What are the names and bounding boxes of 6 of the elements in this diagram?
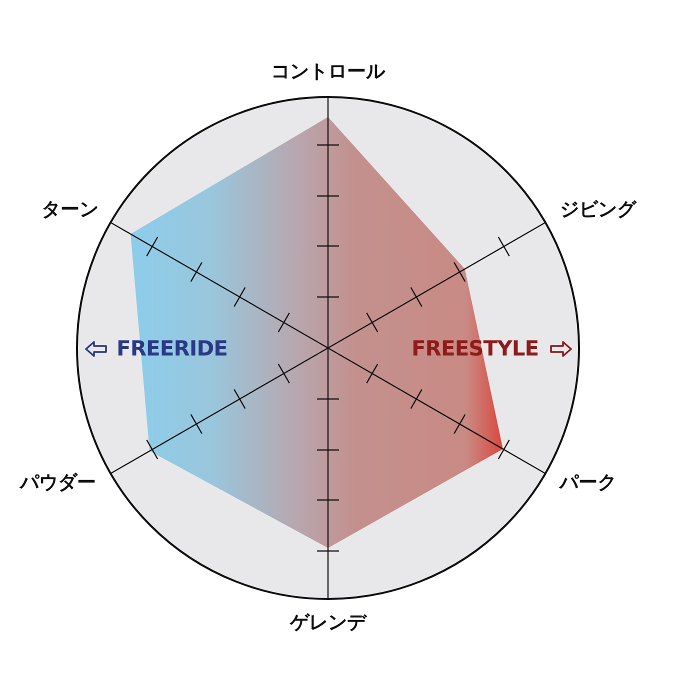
axis-label: コントロール: [271, 62, 385, 84]
axis-label: パウダー: [20, 474, 96, 494]
axis-label: ジビング: [560, 200, 636, 222]
axis-label: パーク: [560, 474, 616, 494]
axis-label: ターン: [42, 200, 98, 222]
axis-label: ゲレンデ: [290, 614, 366, 634]
